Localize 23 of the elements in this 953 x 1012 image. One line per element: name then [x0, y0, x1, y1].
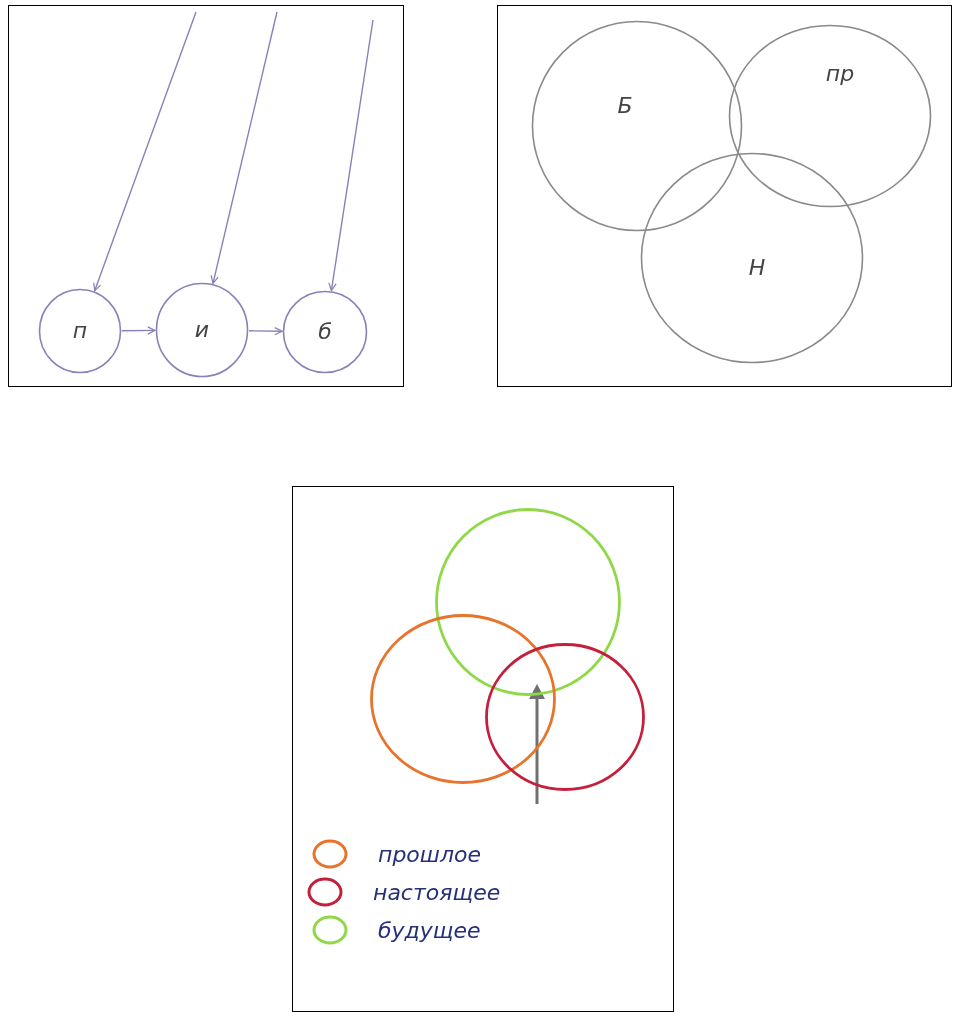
node-label: б	[318, 321, 332, 343]
arrow	[121, 326, 156, 335]
node-label: Б	[617, 95, 633, 117]
circle-outline	[435, 508, 621, 696]
node-label: Н	[748, 257, 766, 279]
circle-node	[282, 290, 368, 374]
circle-node	[640, 152, 864, 364]
arrow	[93, 11, 197, 292]
arrow	[248, 326, 283, 336]
legend-label: настоящее	[373, 879, 501, 905]
circle-outline	[485, 643, 645, 791]
legend-label: прошлое	[378, 841, 481, 867]
node-label: и	[194, 319, 210, 341]
circle-node	[38, 288, 122, 374]
circle-node	[155, 282, 249, 378]
arrow	[210, 11, 278, 284]
legend-label: будущее	[378, 917, 481, 943]
circle-node	[531, 20, 743, 232]
circle-outline	[370, 614, 556, 784]
circle-node	[728, 24, 932, 208]
node-label: п	[72, 320, 88, 342]
node-label: пр	[825, 63, 855, 85]
arrow	[328, 19, 374, 292]
